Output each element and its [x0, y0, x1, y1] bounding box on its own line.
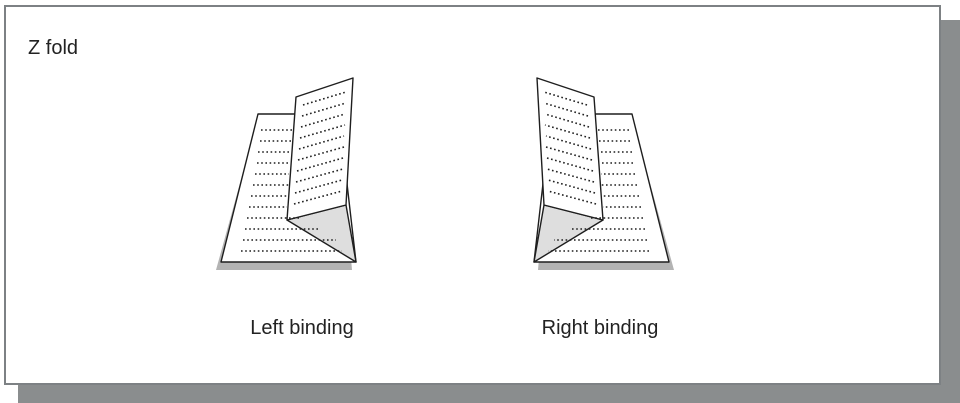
left-binding-label: Left binding [250, 318, 353, 338]
right-binding-label: Right binding [542, 318, 659, 338]
